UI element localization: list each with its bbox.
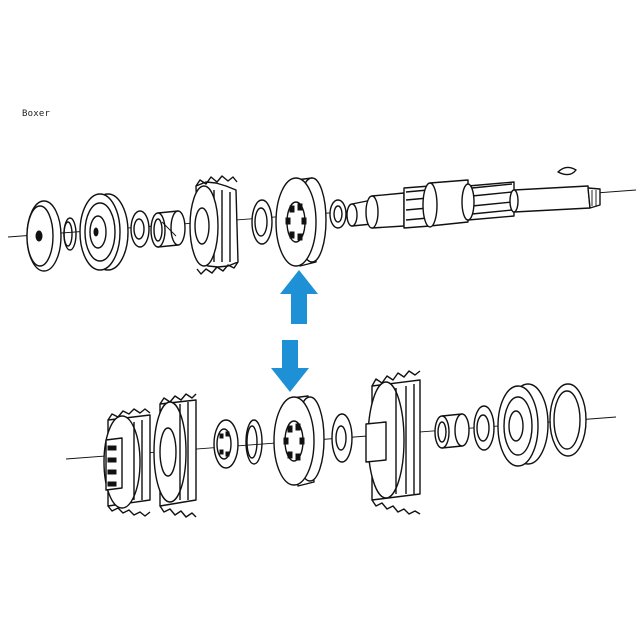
lower-splined-ring xyxy=(213,419,239,469)
lower-shift-collar xyxy=(273,395,325,487)
upper-shim xyxy=(329,199,347,229)
lower-gear-large xyxy=(365,370,421,515)
upper-splined-shaft xyxy=(346,179,601,229)
upper-end-washer xyxy=(26,200,62,272)
lower-circlip xyxy=(245,419,263,465)
upper-circlip xyxy=(63,217,77,251)
lower-gear-medium xyxy=(153,393,197,518)
upper-needle-sleeve xyxy=(150,210,186,248)
caption-label: Boxer xyxy=(22,109,51,119)
lower-needle-sleeve xyxy=(434,413,470,449)
arrow-down xyxy=(271,340,309,392)
upper-gear-small xyxy=(189,175,239,275)
lower-ball-bearing xyxy=(497,383,549,467)
upper-spacer-ring xyxy=(251,199,273,245)
lower-thrust-washer xyxy=(331,413,353,463)
lower-shaft-assembly xyxy=(65,370,617,518)
arrow-up xyxy=(280,270,318,324)
lower-double-gear-left xyxy=(103,408,151,517)
upper-thrust-washer xyxy=(130,210,150,248)
upper-shaft-assembly xyxy=(7,166,637,275)
lower-spacer-ring xyxy=(473,405,495,451)
upper-ball-bearing xyxy=(79,193,129,271)
lower-large-shim xyxy=(549,383,587,457)
upper-shift-collar xyxy=(275,177,327,267)
upper-woodruff-key xyxy=(557,166,577,176)
